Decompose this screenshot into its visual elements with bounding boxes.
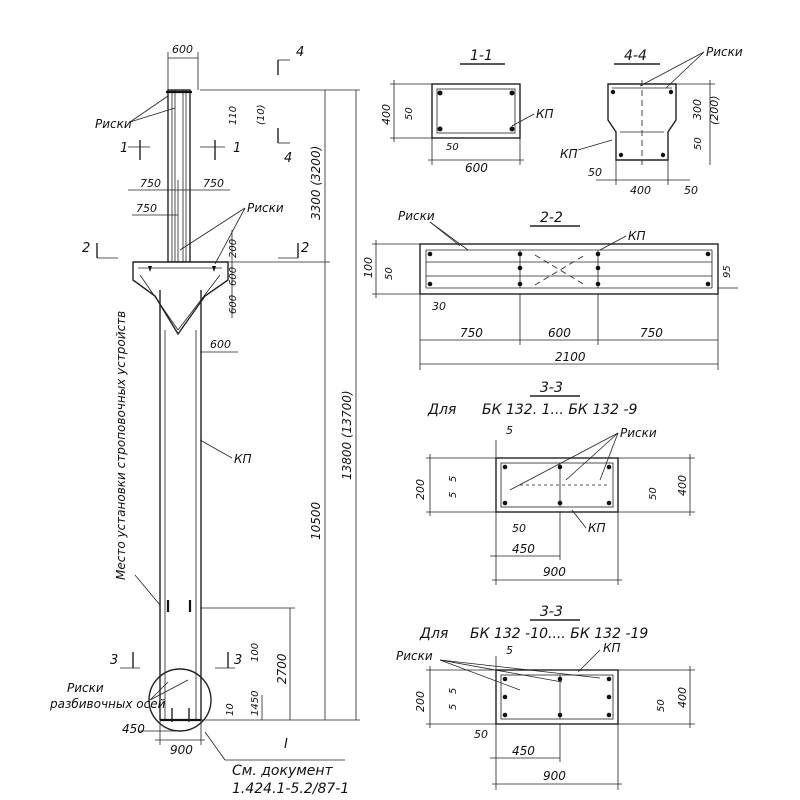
dim-110: 110 [228,106,239,125]
section-3-3-b-dim-50b: 50 [474,728,488,741]
section-3-3-a-dim-5c: 5 [448,492,459,498]
column-elevation: 600 1 1 [49,43,360,797]
section-2-2-label-riski: Риски [398,209,435,223]
section-2-2-dim-95: 95 [722,265,733,278]
section-3-3-a-dim-900: 900 [543,565,566,579]
section-2-2-dim-2100: 2100 [555,350,586,364]
section-3-3-b-dim-200: 200 [414,691,427,712]
reference-note-line-1: См. документ [232,763,334,779]
section-4-4-dim-300: 300 [691,99,704,120]
section-4-4-dim-200: (200) [708,95,721,125]
section-3-3-a-dim-50b: 50 [512,522,526,535]
section-4-4-dim-50: 50 [693,137,704,150]
dim-top-width: 600 [172,43,193,56]
section-2-2-dim-50: 50 [384,267,395,280]
section-1-1-dim-50a: 50 [404,107,415,120]
label-riski-top: Риски [95,117,132,131]
section-mark-1-left: 1 [120,141,128,156]
section-1-1-title: 1-1 [470,48,493,64]
section-4-4-title: 4-4 [624,48,647,64]
dim-shaft: 10500 [309,501,323,540]
label-kp-elevation: КП [234,452,252,466]
section-1-1-dim-600: 600 [465,161,488,175]
section-3-3-b-dim-5b: 5 [448,688,459,694]
label-mesto-ustanovki: Место установки строповочных устройств [114,311,128,580]
section-mark-4-bottom: 4 [284,151,292,166]
label-riski-bottom: Риски [67,681,104,695]
console [132,261,229,336]
section-3-3-b-title: 3-3 [540,604,563,620]
section-1-1-dim-400: 400 [380,104,393,125]
section-4-4: 4-4 Риски 300 (200) 50 50 400 50 КП [560,45,743,197]
section-3-3-b-dim-900: 900 [543,769,566,783]
section-3-3-b-dim-50: 50 [656,699,667,712]
section-3-3-a-dim-450: 450 [512,542,535,556]
dim-450: 450 [122,722,145,736]
section-4-4-dim-400: 400 [630,184,651,197]
dim-600b: 600 [228,295,239,314]
dim-600a: 600 [228,267,239,286]
label-I: I [284,737,288,752]
section-3-3-a-dim-5b: 5 [448,476,459,482]
section-3-3-a-caption-prefix: Для [427,402,456,418]
section-mark-2-left: 2 [82,241,90,256]
section-3-3-b-label-riski: Риски [396,649,433,663]
section-3-3-a-title: 3-3 [540,380,563,396]
dim-200: 200 [228,239,239,258]
section-4-4-label-kp: КП [560,147,578,161]
section-mark-3-left: 3 [110,653,118,668]
section-mark-4-top: 4 [296,45,304,60]
label-razbivochnyh-osey: разбивочных осей [49,697,166,711]
label-riski-console: Риски [247,201,284,215]
section-3-3-b-dim-400: 400 [676,687,689,708]
dim-750-mid: 750 [136,202,157,215]
section-3-3-b: 3-3 Для БК 132 -10.... БК 132 -19 Риски … [396,604,695,790]
section-2-2-title: 2-2 [540,210,563,226]
section-4-4-dim-50b: 50 [588,166,602,179]
section-1-1-label-kp: КП [536,107,554,121]
dim-upper-3300: 3300 (3200) [309,146,323,220]
dim-750-left: 750 [140,177,161,190]
section-3-3-a-label-riski: Риски [620,426,657,440]
section-3-3-a-dim-200: 200 [414,479,427,500]
section-3-3-a-dim-400: 400 [676,475,689,496]
dim-10: (10) [256,104,267,125]
dim-total: 13800 (13700) [340,390,354,480]
section-3-3-b-dim-5c: 5 [448,704,459,710]
section-3-3-b-caption-range: БК 132 -10.... БК 132 -19 [470,626,648,642]
section-3-3-b-dim-5: 5 [506,644,513,657]
section-3-3-b-caption-prefix: Для [419,626,448,642]
section-mark-1-right: 1 [233,141,241,156]
section-3-3-a-label-kp: КП [588,521,606,535]
section-2-2-dim-750b: 750 [640,326,663,340]
section-1-1-dim-50b: 50 [446,142,459,153]
section-3-3-a-dim-5: 5 [506,424,513,437]
section-3-3-b-dim-450: 450 [512,744,535,758]
dim-750-right: 750 [203,177,224,190]
section-2-2: 2-2 Риски КП 100 50 95 30 [362,209,738,370]
section-3-3-b-label-kp: КП [603,641,621,655]
section-1-1: 1-1 400 50 50 600 КП [380,48,554,175]
section-4-4-dim-50c: 50 [684,184,698,197]
dim-900: 900 [170,743,193,757]
dim-100: 100 [250,643,261,662]
section-3-3-a: 3-3 Для БК 132. 1... БК 132 -9 Риски КП … [414,380,695,585]
dim-10b: 10 [225,703,236,716]
section-2-2-dim-30: 30 [432,300,446,313]
dim-2700: 2700 [275,653,289,684]
section-2-2-dim-600: 600 [548,326,571,340]
section-mark-3-right: 3 [234,653,242,668]
upper-column [167,89,191,263]
dim-600-console: 600 [210,338,231,351]
section-2-2-label-kp: КП [628,229,646,243]
section-2-2-dim-750a: 750 [460,326,483,340]
reference-note-line-2: 1.424.1-5.2/87-1 [232,781,349,797]
section-3-3-a-dim-50: 50 [648,487,659,500]
section-mark-2-right: 2 [301,241,309,256]
section-3-3-a-caption-range: БК 132. 1... БК 132 -9 [482,402,638,418]
dim-1450: 1450 [250,691,261,716]
section-4-4-label-riski: Риски [706,45,743,59]
section-2-2-dim-100: 100 [362,257,375,278]
